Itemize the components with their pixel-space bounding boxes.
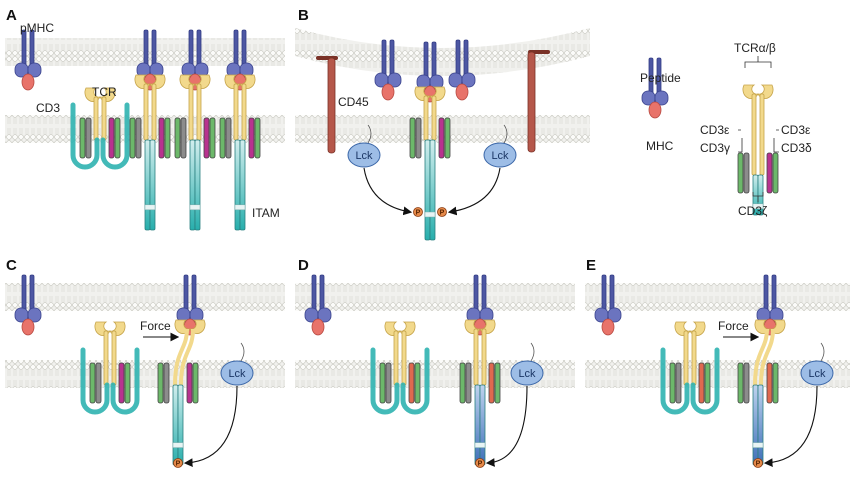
panel-label-b: B: [298, 7, 309, 24]
panel-label-c: C: [6, 257, 17, 274]
peptide: [648, 101, 662, 119]
legend-cd3z-label: CD3ζ: [738, 204, 768, 218]
tcr-cd3-complex: [70, 87, 130, 170]
svg-text:P: P: [478, 461, 483, 468]
legend-cd3d-label: CD3δ: [781, 141, 812, 155]
svg-text:P: P: [440, 210, 445, 217]
tcr-cd3-complex: [129, 74, 171, 231]
tcr-label: TCR: [92, 85, 117, 99]
tcr-cd3-complex: [174, 74, 216, 231]
pmhc-complex: [136, 29, 164, 91]
arrow: [183, 385, 238, 467]
itam: [474, 442, 486, 448]
arrow: [447, 167, 501, 216]
lck-label: Lck: [355, 150, 373, 162]
lck-kinase: [483, 124, 517, 168]
itam: [172, 442, 184, 448]
force-label-c: Force: [140, 319, 171, 333]
pmhc-complex: [594, 274, 622, 336]
pmhc-complex: [14, 29, 42, 91]
arrow: [763, 385, 818, 467]
itam: [752, 442, 764, 448]
legend-peptide-label: Peptide: [640, 71, 681, 85]
pmhc-complex: [448, 39, 476, 101]
lck-label: Lck: [491, 150, 509, 162]
diagram-shapes: P P P P P: [5, 28, 850, 468]
legend-mhc-label: MHC: [646, 139, 674, 153]
lck-label: Lck: [808, 368, 826, 380]
peptide: [601, 318, 615, 336]
itam: [424, 211, 436, 218]
tcr-cd3-complex: [80, 321, 140, 415]
arrow: [485, 385, 528, 467]
cell-membrane: [295, 283, 575, 311]
phosphate-icon: P: [437, 207, 447, 217]
phosphate-icon: P: [173, 458, 183, 468]
tcr-cd3-complex: [660, 321, 720, 415]
pmhc-label: pMHC: [20, 21, 54, 35]
phosphate-icon: P: [413, 207, 423, 217]
peptide: [381, 83, 395, 101]
svg-text:P: P: [756, 461, 761, 468]
cell-membrane: [5, 283, 285, 311]
lck-label: Lck: [228, 368, 246, 380]
tcr-cd3-complex: [157, 362, 199, 466]
pmhc-complex: [14, 274, 42, 336]
peptide: [311, 318, 325, 336]
pmhc-complex: [374, 39, 402, 101]
legend-cd3e-left-label: CD3ε: [700, 123, 730, 137]
cell-membrane: [295, 28, 590, 76]
legend-mhc: [641, 57, 669, 119]
panel-label-a: A: [6, 7, 17, 24]
pmhc-complex: [466, 274, 494, 336]
arrow: [363, 167, 413, 216]
legend-tcr: [737, 84, 779, 216]
panel-label-e: E: [586, 257, 596, 274]
lck-kinase: [347, 124, 381, 168]
lck-kinase: [800, 342, 834, 386]
tcr-cd3-complex: [370, 321, 430, 415]
lck-label: Lck: [518, 368, 536, 380]
legend-cd3g-label: CD3γ: [700, 141, 730, 155]
peptide: [455, 83, 469, 101]
panel-label-d: D: [298, 257, 309, 274]
phosphate-icon: P: [475, 458, 485, 468]
legend-cd3e-right-label: CD3ε: [781, 123, 811, 137]
svg-text:P: P: [176, 461, 181, 468]
cell-membrane: [585, 283, 850, 311]
pulled-tcr: [173, 319, 206, 386]
phosphate-icon: P: [753, 458, 763, 468]
itam-label: ITAM: [252, 206, 280, 220]
legend-tcr-label: TCRα/β: [734, 41, 776, 55]
itam: [752, 203, 764, 210]
tcr-cd3-complex: [409, 86, 451, 241]
itam: [144, 204, 156, 211]
lck-kinase: [510, 342, 544, 386]
tcr-cd3-complex: [459, 319, 501, 466]
cd45-label: CD45: [338, 95, 369, 109]
tcr-cd3-complex: [219, 74, 261, 231]
cd45: [527, 50, 550, 153]
peptide: [21, 318, 35, 336]
itam: [189, 204, 201, 211]
itam: [234, 204, 246, 211]
legend-brackets: [738, 56, 779, 202]
cd3-label: CD3: [36, 101, 60, 115]
cd45: [316, 56, 338, 154]
force-label-e: Force: [718, 319, 749, 333]
lck-kinase: [220, 342, 254, 386]
svg-text:P: P: [416, 210, 421, 217]
pmhc-complex: [304, 274, 332, 336]
peptide: [21, 73, 35, 91]
pulled-tcr: [753, 319, 786, 386]
